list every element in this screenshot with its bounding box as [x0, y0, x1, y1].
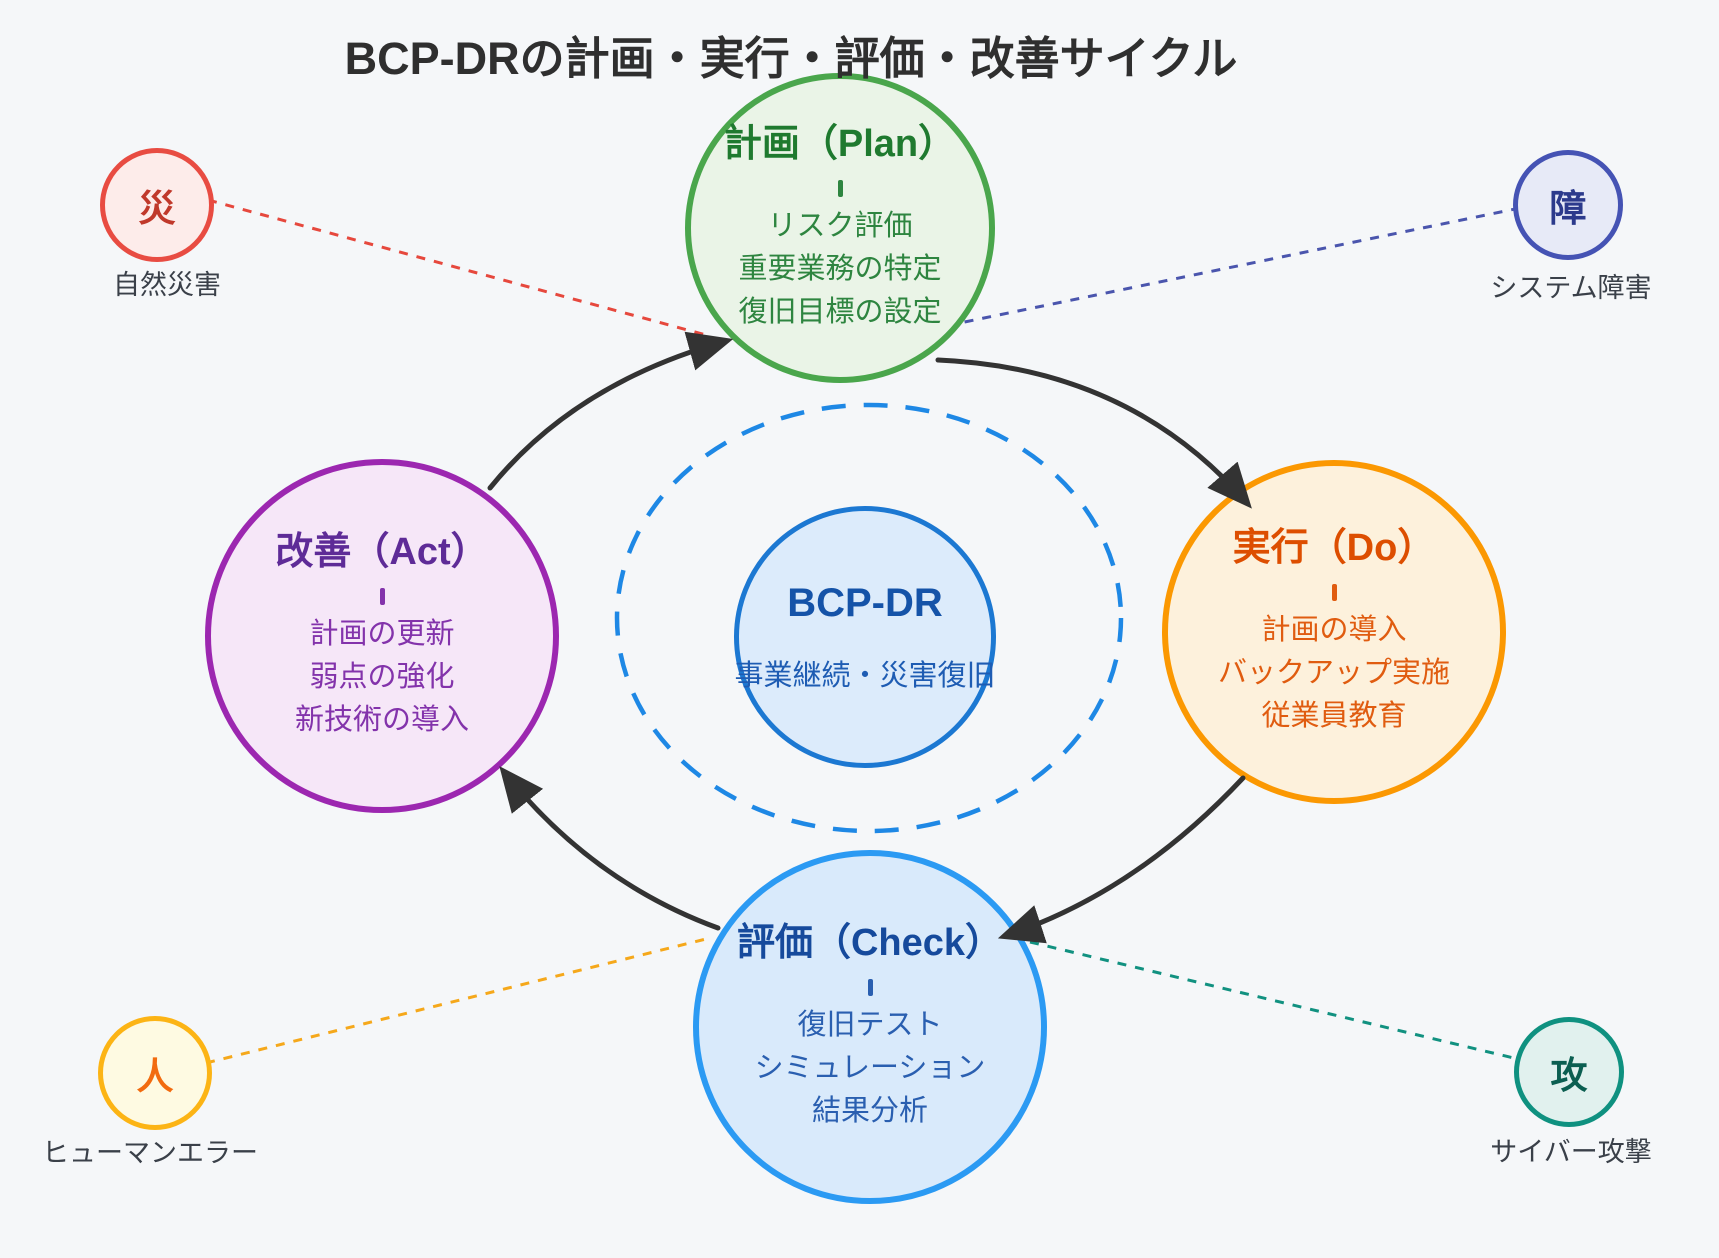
check-separator-bar [867, 978, 873, 996]
arrow-do-to-check [997, 775, 1246, 944]
act-title: 改善（Act） [275, 531, 489, 574]
arrow-plan-to-do [935, 357, 1252, 509]
threat-char-human: 人 [136, 1056, 174, 1097]
check-item: シミュレーション [754, 1051, 986, 1084]
threat-label-system-failure: システム障害 [1490, 273, 1652, 303]
plan-title: 計画（Plan） [723, 123, 957, 166]
threat-char-attack: 攻 [1550, 1055, 1588, 1096]
plan-separator-bar [837, 179, 843, 197]
do-item: バックアップ実施 [1217, 656, 1450, 689]
connector-line-attack-to-check [1029, 940, 1523, 1062]
threat-badge-cyber-attack: 攻 [1514, 1017, 1624, 1127]
threat-label-natural-disaster: 自然災害 [113, 270, 221, 300]
plan-item: 重要業務の特定 [738, 252, 942, 285]
do-separator-bar [1331, 583, 1337, 601]
do-item: 計画の導入 [1261, 613, 1407, 646]
threat-badge-system-failure: 障 [1513, 150, 1623, 260]
bcp-dr-center-circle: BCP-DR 事業継続・災害復旧 [734, 506, 996, 768]
plan-item: 復旧目標の設定 [738, 295, 942, 328]
do-title: 実行（Do） [1232, 527, 1436, 570]
check-circle: 評価（Check） 復旧テスト シミュレーション 結果分析 [693, 850, 1047, 1204]
page-title: BCP-DRの計画・実行・評価・改善サイクル [344, 33, 1238, 84]
check-item: 結果分析 [811, 1094, 928, 1127]
bcp-dr-center-title: BCP-DR [787, 580, 943, 625]
do-circle: 実行（Do） 計画の導入 バックアップ実施 従業員教育 [1162, 460, 1506, 804]
arrow-check-to-act [499, 766, 721, 931]
check-item: 復旧テスト [797, 1008, 943, 1041]
act-item: 新技術の導入 [294, 703, 469, 736]
threat-char-failure: 障 [1549, 188, 1587, 229]
threat-badge-human-error: 人 [98, 1016, 212, 1130]
do-item: 従業員教育 [1261, 699, 1407, 732]
plan-circle: 計画（Plan） リスク評価 重要業務の特定 復旧目標の設定 [685, 73, 995, 383]
bcp-dr-center-subtitle: 事業継続・災害復旧 [734, 659, 996, 692]
threat-badge-natural-disaster: 災 [100, 148, 214, 262]
plan-item: リスク評価 [767, 209, 913, 242]
check-title: 評価（Check） [736, 922, 1004, 965]
arrow-act-to-plan [487, 331, 734, 491]
act-item: 計画の更新 [309, 617, 455, 650]
threat-label-cyber-attack: サイバー攻撃 [1490, 1137, 1652, 1167]
pdca-dashed-ring [614, 402, 1124, 834]
threat-label-human-error: ヒューマンエラー [42, 1138, 258, 1168]
connector-line-disaster-to-plan [207, 198, 707, 337]
act-circle: 改善（Act） 計画の更新 弱点の強化 新技術の導入 [205, 459, 559, 813]
act-item: 弱点の強化 [309, 660, 455, 693]
act-separator-bar [379, 587, 385, 605]
threat-char-disaster: 災 [138, 188, 176, 229]
connector-line-human-to-check [205, 936, 711, 1065]
connector-line-failure-to-plan [949, 206, 1521, 327]
